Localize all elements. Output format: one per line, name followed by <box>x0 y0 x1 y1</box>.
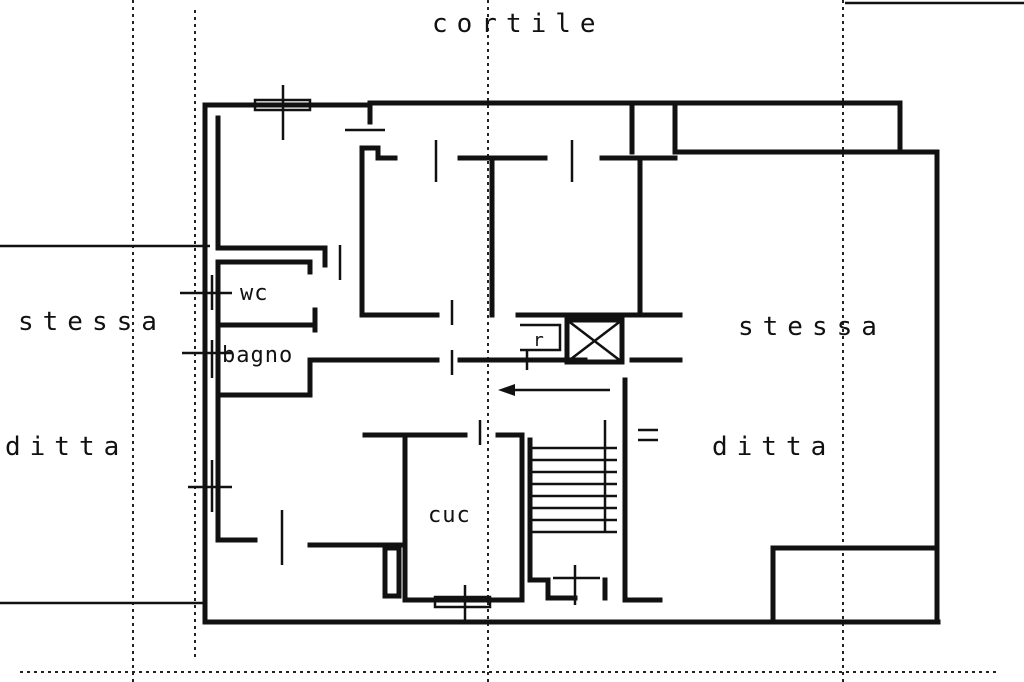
label-bathroom: bagno <box>222 343 293 368</box>
reference-lines <box>0 1 1024 605</box>
exterior-walls <box>202 100 941 625</box>
door-marks <box>280 128 658 565</box>
label-right-company: ditta <box>712 432 835 462</box>
label-right-same-owner: stessa <box>738 312 886 342</box>
interior-walls <box>215 115 683 603</box>
elevator-shaft <box>564 317 625 365</box>
stair-treads <box>530 420 617 534</box>
entry-arrow <box>498 384 610 396</box>
label-left-company: ditta <box>5 432 128 462</box>
label-storage: r <box>533 330 544 351</box>
guide-lines <box>20 0 1000 682</box>
label-courtyard: cortile <box>432 9 605 39</box>
label-wc: wc <box>240 281 269 306</box>
windows <box>180 85 600 620</box>
storage-closet <box>520 323 562 370</box>
label-left-same-owner: stessa <box>18 307 166 337</box>
label-kitchen: cuc <box>428 503 471 528</box>
